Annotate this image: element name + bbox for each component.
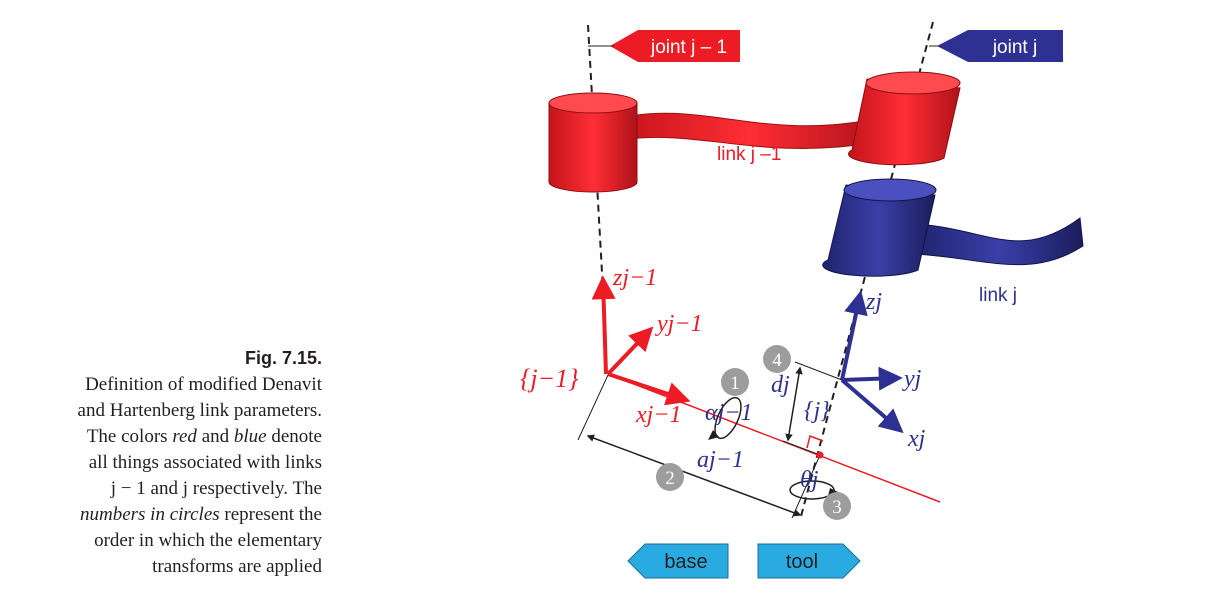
caption-line: j − 1 and j respectively. The (10, 476, 322, 502)
alpha-rotation-arrowhead (708, 430, 719, 440)
step-circle-4: 4 (763, 345, 791, 373)
link-prev-label: link j –1 (717, 144, 781, 165)
x-curr-label: xj (907, 426, 926, 452)
alpha-label: αj−1 (705, 400, 752, 426)
caption-line: numbers in circles represent the (10, 502, 322, 528)
caption-segment: numbers in circles (79, 504, 220, 525)
caption-line: The colors red and blue denote (10, 424, 322, 450)
z-curr-label: zj (865, 289, 882, 315)
caption-line: Definition of modified Denavit (10, 372, 322, 398)
link-curr-body (914, 217, 1084, 266)
y-prev-label: yj−1 (655, 311, 703, 337)
joint-curr-flag: joint j (929, 30, 1063, 62)
caption-line: and Hartenberg link parameters. (10, 398, 322, 424)
joint-curr-label: joint j (992, 37, 1037, 58)
alpha-rotation-ellipse (714, 396, 742, 440)
step-number-2: 2 (665, 468, 675, 489)
y-prev-axis-arrow (606, 326, 654, 376)
joint-prev-flag: joint j – 1 (588, 30, 740, 62)
z-curr-axis-arrow (840, 290, 868, 381)
step-number-1: 1 (730, 373, 740, 394)
a-dimension-arrow (586, 434, 802, 517)
figure-label: Fig. 7.15. (244, 348, 322, 368)
base-button-label: base (664, 551, 707, 573)
caption-text: Definition of modified Denavit and Harten… (10, 372, 322, 580)
caption-segment: all things associated with links (88, 452, 322, 473)
d-extension-2 (782, 440, 821, 456)
tool-button[interactable]: tool (757, 543, 861, 579)
step-number-4: 4 (772, 350, 782, 371)
z-prev-axis-arrow (591, 275, 616, 375)
d-extension-1 (794, 361, 843, 381)
y-curr-label: yj (902, 366, 922, 392)
d-dimension-arrow (785, 366, 803, 442)
joint-prev-label: joint j – 1 (650, 37, 727, 58)
step-number-3: 3 (832, 497, 842, 518)
x-curr-axis-arrow (840, 378, 904, 434)
frame-curr-label: {j} (804, 398, 830, 424)
link-curr-label: link j (979, 285, 1017, 306)
caption-segment: red (172, 426, 197, 447)
base-button[interactable]: base (627, 543, 729, 579)
caption-line: all things associated with links (10, 450, 322, 476)
caption-segment: Definition of modified Denavit (85, 374, 322, 395)
caption-segment: j − 1 and j respectively. The (110, 478, 322, 499)
right-angle-marker (806, 434, 824, 449)
frame-prev-label: {j−1} (520, 364, 579, 393)
joint-curr-blue-cylinder (822, 178, 937, 277)
figure-caption: Fig. 7.15. Definition of modified Denavi… (10, 345, 322, 580)
step-circle-1: 1 (721, 368, 749, 396)
caption-segment: order in which the elementary (94, 530, 322, 551)
caption-segment: and Hartenberg link parameters. (77, 400, 322, 421)
z-prev-label: zj−1 (612, 265, 657, 291)
tool-button-label: tool (786, 551, 818, 573)
caption-segment: blue (233, 426, 267, 447)
x-prev-label: xj−1 (635, 402, 682, 428)
x-prev-axis-arrow (607, 372, 691, 406)
caption-line: transforms are applied (10, 554, 322, 580)
step-circle-3: 3 (823, 492, 851, 520)
caption-segment: transforms are applied (152, 556, 322, 577)
theta-label: θj (800, 467, 819, 493)
step-circle-2: 2 (656, 463, 684, 491)
a-label: aj−1 (697, 447, 744, 473)
joint-prev-cylinder (548, 92, 638, 193)
caption-line: order in which the elementary (10, 528, 322, 554)
caption-segment: denote (266, 426, 322, 447)
joint-curr-red-cylinder (847, 71, 961, 166)
intersection-point (816, 451, 824, 459)
caption-segment: and (196, 426, 234, 447)
y-curr-axis-arrow (841, 366, 903, 391)
d-label: dj (771, 372, 790, 398)
a-extension-1 (577, 374, 609, 441)
caption-segment: represent the (219, 504, 322, 525)
caption-segment: The colors (86, 426, 173, 447)
